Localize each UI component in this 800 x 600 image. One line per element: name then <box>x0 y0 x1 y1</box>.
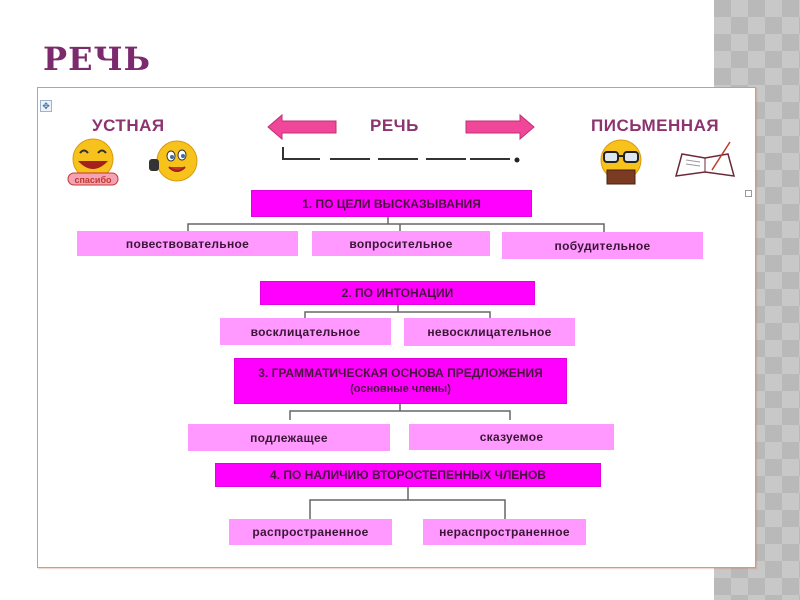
sentence-scheme-icon <box>282 147 520 163</box>
slide-title: РЕЧЬ <box>43 40 152 78</box>
category-grammatical-basis-heading: 3. ГРАММАТИЧЕСКАЯ ОСНОВА ПРЕДЛОЖЕНИЯ (ос… <box>234 358 567 404</box>
child-box-interrogative: вопросительное <box>312 231 490 256</box>
child-label: невосклицательное <box>427 325 552 339</box>
child-label: восклицательное <box>250 324 361 339</box>
child-box-non-exclamatory: невосклицательное <box>404 318 575 346</box>
heading-text: 1. ПО ЦЕЛИ ВЫСКАЗЫВАНИЯ <box>302 196 481 211</box>
resize-handle[interactable] <box>745 190 752 197</box>
phone-talking-emoji-icon <box>149 140 198 182</box>
child-box-extended: распространенное <box>229 519 392 545</box>
child-box-subject: подлежащее <box>188 424 390 451</box>
child-box-exclamatory: восклицательное <box>220 318 391 345</box>
written-speech-label: ПИСЬМЕННАЯ <box>591 116 720 135</box>
category-intonation-heading: 2. ПО ИНТОНАЦИИ <box>260 281 535 305</box>
category-secondary-members-heading: 4. ПО НАЛИЧИЮ ВТОРОСТЕПЕННЫХ ЧЛЕНОВ <box>215 463 601 487</box>
child-box-predicate: сказуемое <box>409 424 614 450</box>
oral-speech-label: УСТНАЯ <box>92 116 165 135</box>
open-book-quill-icon <box>674 141 736 177</box>
child-box-non-extended: нераспространенное <box>423 519 586 545</box>
child-label: сказуемое <box>479 430 544 444</box>
child-label: вопросительное <box>349 236 453 251</box>
child-box-narrative: повествовательное <box>77 231 298 256</box>
child-label: повествовательное <box>125 236 250 251</box>
right-arrow-icon <box>465 113 535 141</box>
child-box-imperative: побудительное <box>502 232 703 259</box>
laughing-emoji-spasibo-icon: спасибо <box>67 138 119 186</box>
heading-subtext: (основные члены) <box>350 383 451 395</box>
child-label: побудительное <box>554 238 651 253</box>
left-arrow-icon <box>267 113 337 141</box>
child-label: нераспространенное <box>439 525 570 539</box>
svg-text:спасибо: спасибо <box>74 175 112 185</box>
reading-glasses-emoji-icon <box>600 139 642 185</box>
speech-center-label: РЕЧЬ <box>370 116 419 135</box>
child-label: подлежащее <box>250 430 328 445</box>
heading-text: 4. ПО НАЛИЧИЮ ВТОРОСТЕПЕННЫХ ЧЛЕНОВ <box>270 468 546 482</box>
move-handle-icon[interactable]: ✥ <box>40 100 52 112</box>
heading-text: 2. ПО ИНТОНАЦИИ <box>341 286 454 300</box>
category-purpose-heading: 1. ПО ЦЕЛИ ВЫСКАЗЫВАНИЯ <box>251 190 532 217</box>
child-label: распространенное <box>252 525 369 539</box>
heading-text: 3. ГРАММАТИЧЕСКАЯ ОСНОВА ПРЕДЛОЖЕНИЯ <box>258 366 543 380</box>
